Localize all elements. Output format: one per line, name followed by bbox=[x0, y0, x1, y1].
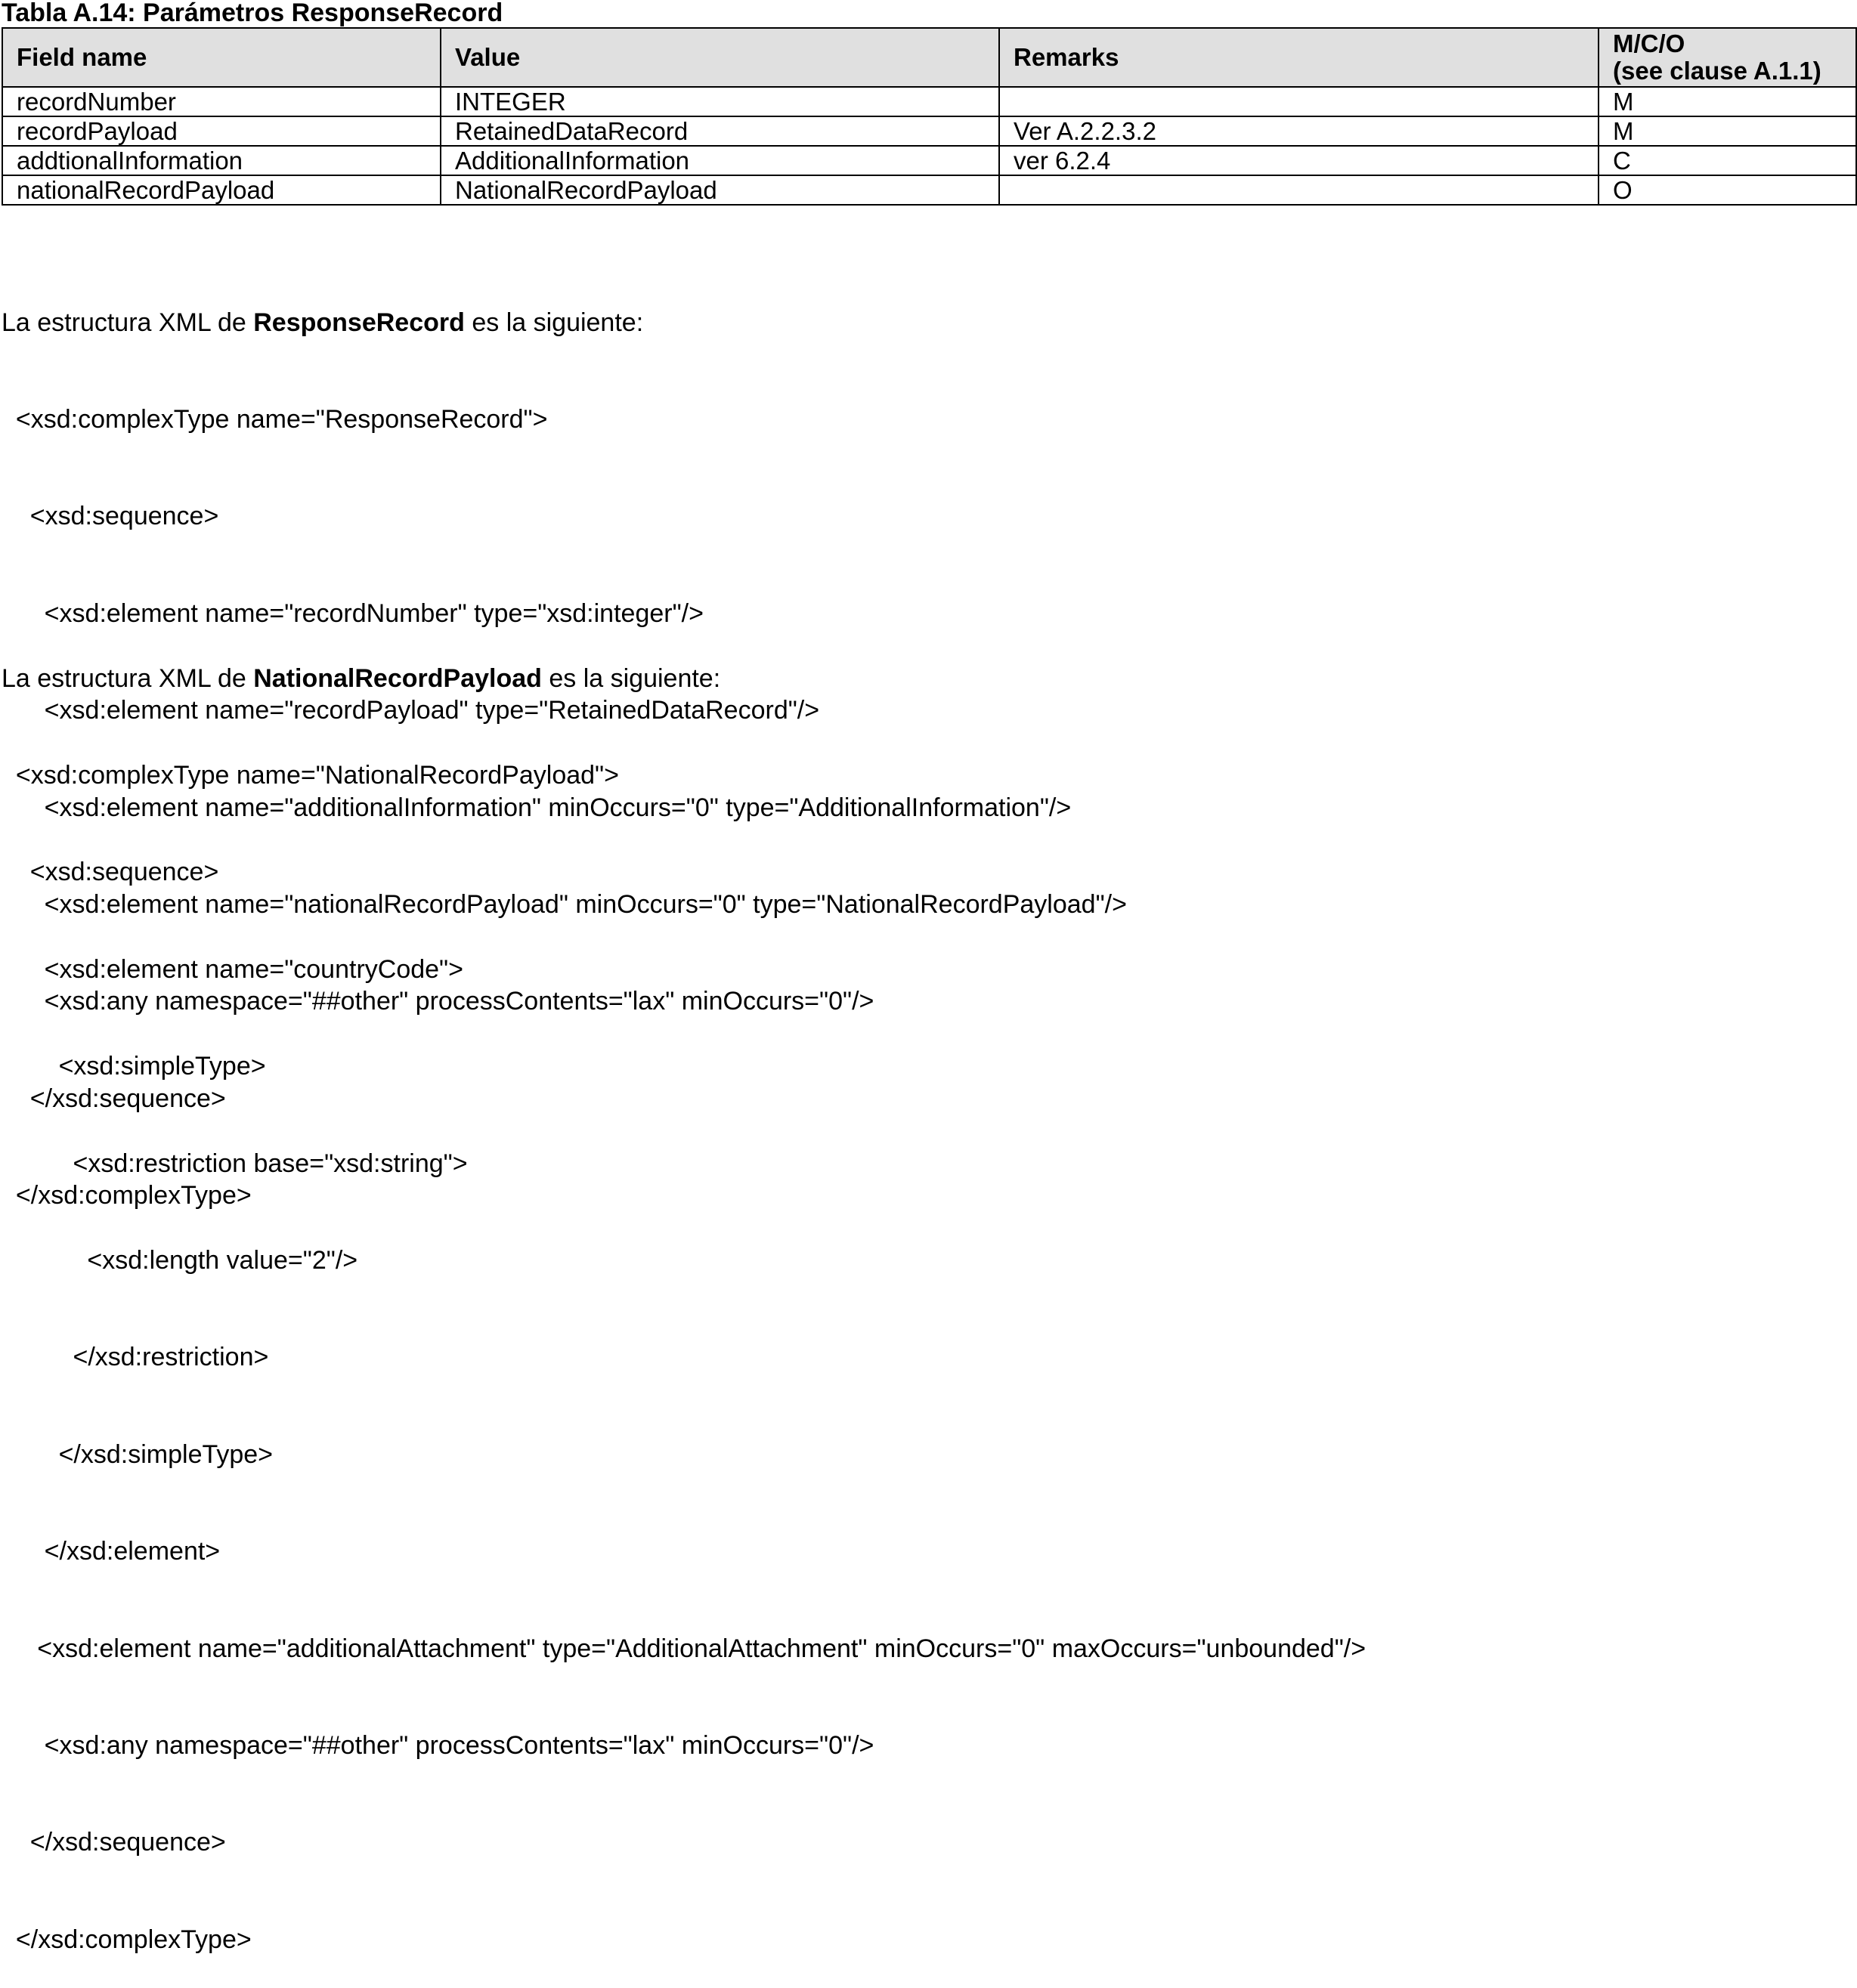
cell-mco: C bbox=[1598, 145, 1857, 176]
cell-remarks bbox=[998, 86, 1599, 117]
table-row: nationalRecordPayload NationalRecordPayl… bbox=[2, 175, 1857, 206]
cell-value: RetainedDataRecord bbox=[440, 116, 1000, 147]
code-line: <xsd:sequence> bbox=[2, 858, 219, 887]
code-line: <xsd:sequence> bbox=[2, 502, 219, 531]
cell-field-name: recordNumber bbox=[2, 86, 441, 117]
section-intro: La estructura XML de ResponseRecord es l… bbox=[2, 307, 1127, 339]
parameters-table: Field name Value Remarks M/C/O (see clau… bbox=[2, 27, 1857, 206]
code-line: <xsd:complexType name="NationalRecordPay… bbox=[2, 760, 619, 790]
code-line: <xsd:any namespace="##other" processCont… bbox=[2, 1730, 874, 1760]
code-line: <xsd:restriction base="xsd:string"> bbox=[2, 1149, 468, 1178]
table-row: recordNumber INTEGER M bbox=[2, 86, 1857, 117]
header-mco-label: M/C/O bbox=[1613, 29, 1685, 57]
intro-type-name: NationalRecordPayload bbox=[253, 663, 542, 693]
header-mco-note: (see clause A.1.1) bbox=[1613, 57, 1821, 85]
code-line: </xsd:complexType> bbox=[2, 1925, 252, 1954]
code-line: <xsd:element name="recordNumber" type="x… bbox=[2, 598, 704, 628]
cell-value: NationalRecordPayload bbox=[440, 175, 1000, 206]
header-value: Value bbox=[440, 27, 1000, 88]
intro-type-name: ResponseRecord bbox=[253, 308, 465, 337]
intro-text: La estructura XML de bbox=[2, 663, 254, 693]
code-line: <xsd:simpleType> bbox=[2, 1052, 266, 1081]
cell-mco: M bbox=[1598, 116, 1857, 147]
cell-field-name: addtionalInformation bbox=[2, 145, 441, 176]
code-line: <xsd:complexType name="ResponseRecord"> bbox=[2, 404, 548, 434]
code-line: </xsd:sequence> bbox=[2, 1828, 226, 1857]
header-mco: M/C/O (see clause A.1.1) bbox=[1598, 27, 1857, 88]
response-record-section: La estructura XML de ResponseRecord es l… bbox=[2, 242, 1127, 1244]
national-record-payload-section: La estructura XML de NationalRecordPaylo… bbox=[2, 598, 1366, 1988]
cell-value: INTEGER bbox=[440, 86, 1000, 117]
table-row: recordPayload RetainedDataRecord Ver A.2… bbox=[2, 116, 1857, 147]
cell-value: AdditionalInformation bbox=[440, 145, 1000, 176]
cell-remarks: Ver A.2.2.3.2 bbox=[998, 116, 1599, 147]
cell-remarks bbox=[998, 175, 1599, 206]
table-header-row: Field name Value Remarks M/C/O (see clau… bbox=[2, 27, 1857, 88]
table-caption: Tabla A.14: Parámetros ResponseRecord bbox=[2, 0, 503, 27]
table-row: addtionalInformation AdditionalInformati… bbox=[2, 145, 1857, 176]
code-line: </xsd:simpleType> bbox=[2, 1439, 274, 1469]
code-line: <xsd:element name="nationalRecordPayload… bbox=[2, 889, 1127, 919]
header-remarks: Remarks bbox=[998, 27, 1599, 88]
code-line: <xsd:element name="recordPayload" type="… bbox=[2, 696, 820, 725]
code-line: </xsd:restriction> bbox=[2, 1343, 269, 1372]
cell-mco: O bbox=[1598, 175, 1857, 206]
section-intro: La estructura XML de NationalRecordPaylo… bbox=[2, 663, 1366, 695]
intro-text: es la siguiente: bbox=[464, 308, 644, 337]
code-line: <xsd:element name="additionalInformation… bbox=[2, 793, 1072, 822]
intro-text: es la siguiente: bbox=[541, 663, 721, 693]
intro-text: La estructura XML de bbox=[2, 308, 254, 337]
cell-field-name: nationalRecordPayload bbox=[2, 175, 441, 206]
code-line: <xsd:any namespace="##other" processCont… bbox=[2, 987, 874, 1016]
header-field-name: Field name bbox=[2, 27, 441, 88]
code-line: </xsd:element> bbox=[2, 1537, 221, 1566]
code-line: <xsd:length value="2"/> bbox=[2, 1245, 358, 1275]
code-line: <xsd:element name="countryCode"> bbox=[2, 954, 463, 984]
cell-mco: M bbox=[1598, 86, 1857, 117]
cell-remarks: ver 6.2.4 bbox=[998, 145, 1599, 176]
cell-field-name: recordPayload bbox=[2, 116, 441, 147]
code-line: <xsd:element name="additionalAttachment"… bbox=[2, 1634, 1366, 1663]
